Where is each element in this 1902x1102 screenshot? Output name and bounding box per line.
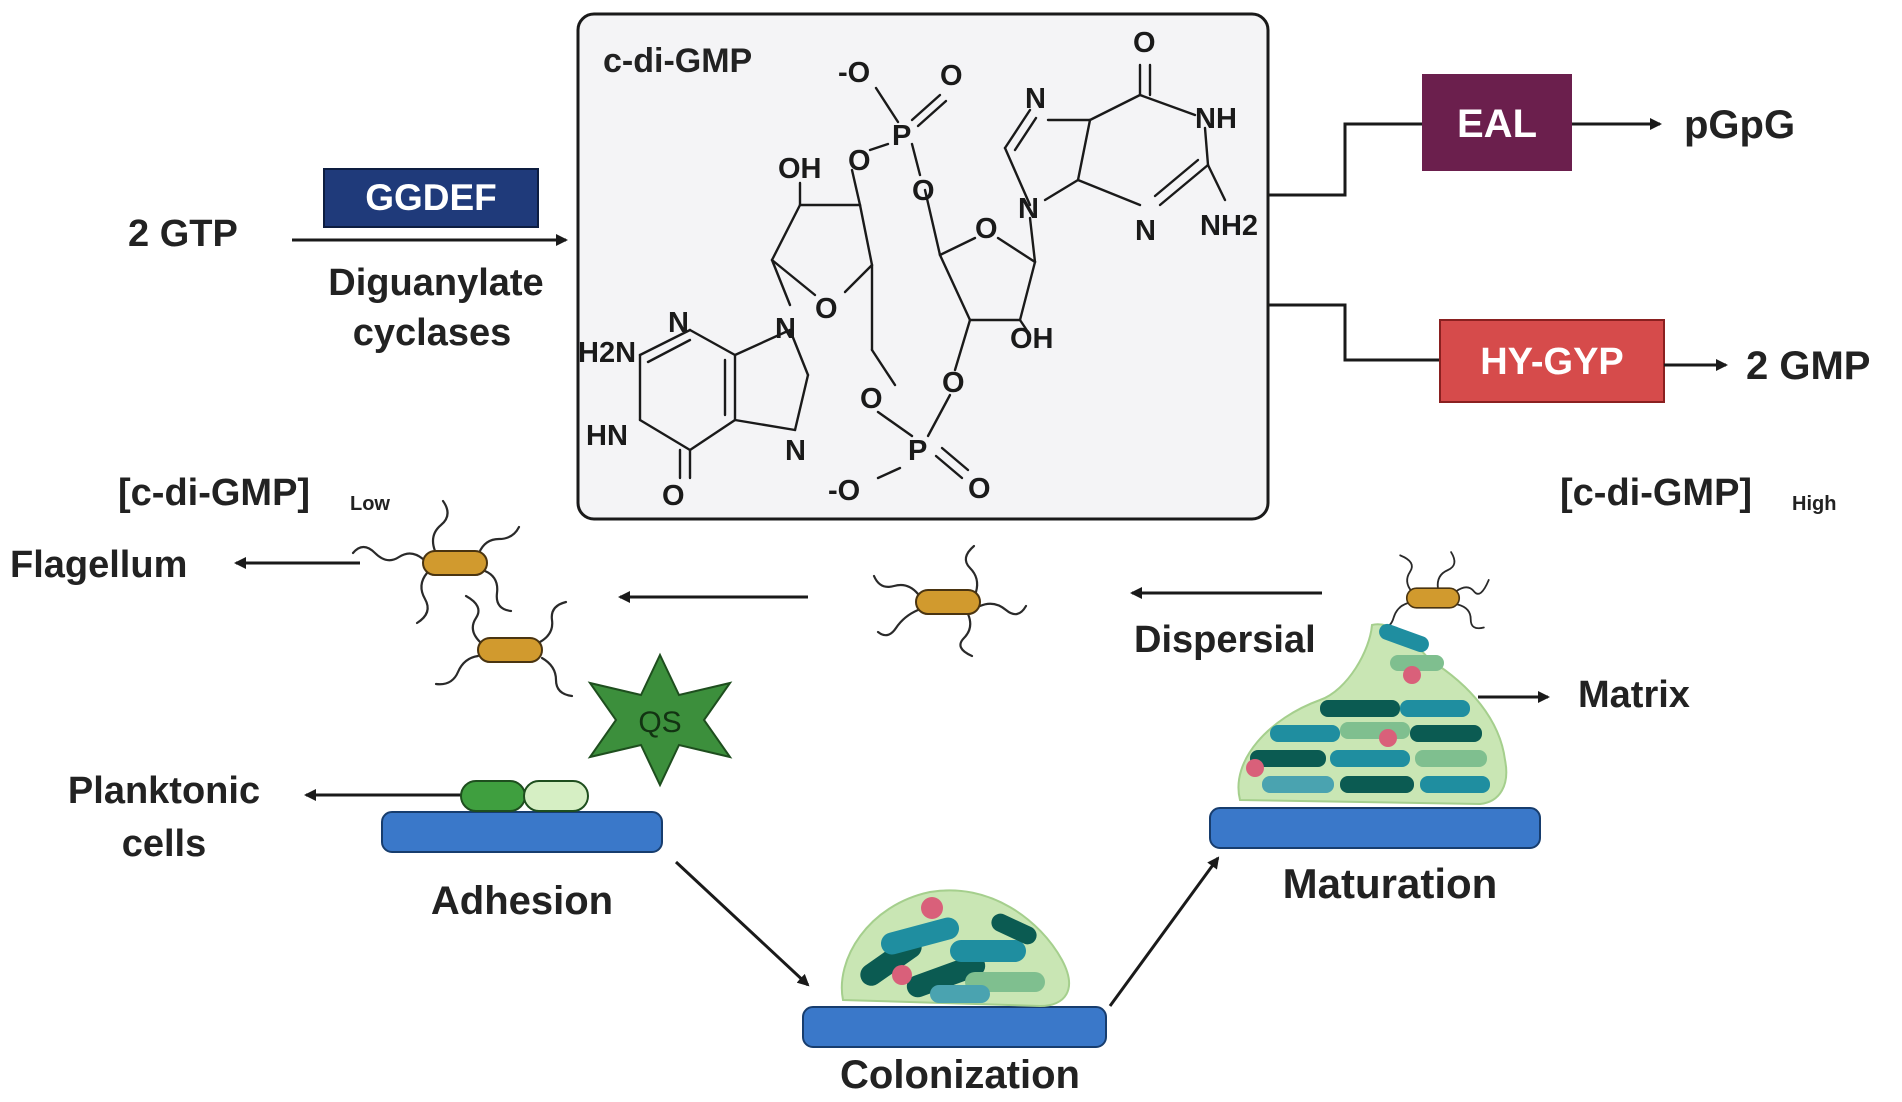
svg-text:OH: OH [1010,323,1054,355]
hygyp-box [1439,319,1665,403]
degradation-pathway: EAL pGpG HY-GYP 2 GMP [1268,74,1870,403]
svg-text:HN: HN [586,420,628,452]
planktonic-label-line2: cells [122,823,207,865]
maturation-label: Maturation [1283,860,1498,907]
bacterium-middle-left [434,594,574,698]
mature-biofilm [1237,623,1508,806]
colonization-cluster [840,889,1070,1008]
svg-text:O: O [662,480,685,512]
svg-text:N: N [668,307,689,339]
svg-text:N: N [1018,193,1039,225]
svg-text:High: High [1792,493,1836,515]
adhered-cell-dark [460,780,526,812]
adhesion-label: Adhesion [431,879,613,923]
svg-text:O: O [968,473,991,505]
svg-text:O: O [942,367,965,399]
substrate-label: 2 GTP [128,213,238,255]
svg-text:O: O [975,213,998,245]
svg-text:[c-di-GMP]: [c-di-GMP] [118,472,310,514]
ggdef-box [323,168,539,228]
molecule-title: c-di-GMP [603,42,752,80]
maturation-surface [1209,807,1541,849]
molecule-bonds [638,63,1227,480]
hygyp-label: HY-GYP [1480,341,1624,383]
svg-text:O: O [815,293,838,325]
matrix-label: Matrix [1578,674,1690,716]
eal-connector [1268,122,1422,197]
enzyme-line1: Diguanylate [328,262,543,304]
svg-text:OH: OH [778,153,822,185]
adhered-cell-light [523,780,589,812]
eal-box [1422,74,1572,171]
svg-text:N: N [1025,83,1046,115]
svg-text:N: N [785,435,806,467]
bacterium-top-left [351,499,521,625]
enzyme-line2: cyclases [353,312,512,354]
bacterium-dispersed [872,544,1028,658]
colonization-surface [802,1006,1107,1048]
bacterium-leaving-biofilm [1379,551,1490,630]
svg-text:H2N: H2N [578,337,636,369]
svg-text:P: P [908,435,927,467]
adhesion-surface [381,811,663,853]
molecule-box [576,12,1270,521]
c-di-gmp-structure-panel: c-di-GMP [576,12,1270,521]
low-level-label: [c-di-GMP] Low [118,472,390,515]
adhesion-to-colonization-arrow [674,860,810,987]
svg-text:O: O [860,383,883,415]
high-level-label: [c-di-GMP] High [1560,472,1836,515]
eal-label: EAL [1457,102,1537,146]
flagellum-label: Flagellum [10,544,187,586]
svg-text:NH2: NH2 [1200,210,1258,242]
svg-text:-O: -O [838,57,870,89]
svg-text:P: P [892,120,911,152]
qs-label: QS [638,706,681,739]
svg-text:O: O [1133,27,1156,59]
svg-text:O: O [848,145,871,177]
svg-text:N: N [1135,215,1156,247]
svg-text:-O: -O [828,475,860,507]
svg-text:Low: Low [350,493,390,515]
dispersal-label: Dispersial [1134,619,1316,661]
svg-text:O: O [912,175,935,207]
planktonic-label-line1: Planktonic [68,770,260,812]
svg-text:N: N [775,313,796,345]
svg-text:O: O [940,60,963,92]
svg-text:NH: NH [1195,103,1237,135]
hygyp-connector [1268,303,1440,362]
gmp-label: 2 GMP [1746,344,1870,388]
colonization-to-maturation-arrow [1108,856,1220,1007]
molecule-atoms: -O O P O O OH O N N H2N HN N O O O P -O … [578,27,1258,512]
qs-star: QS [587,652,733,788]
colonization-label: Colonization [840,1053,1080,1097]
ggdef-label: GGDEF [365,177,497,218]
pgpg-label: pGpG [1684,103,1795,147]
svg-text:[c-di-GMP]: [c-di-GMP] [1560,472,1752,514]
synthesis-pathway: 2 GTP GGDEF Diguanylate cyclases [128,168,568,354]
